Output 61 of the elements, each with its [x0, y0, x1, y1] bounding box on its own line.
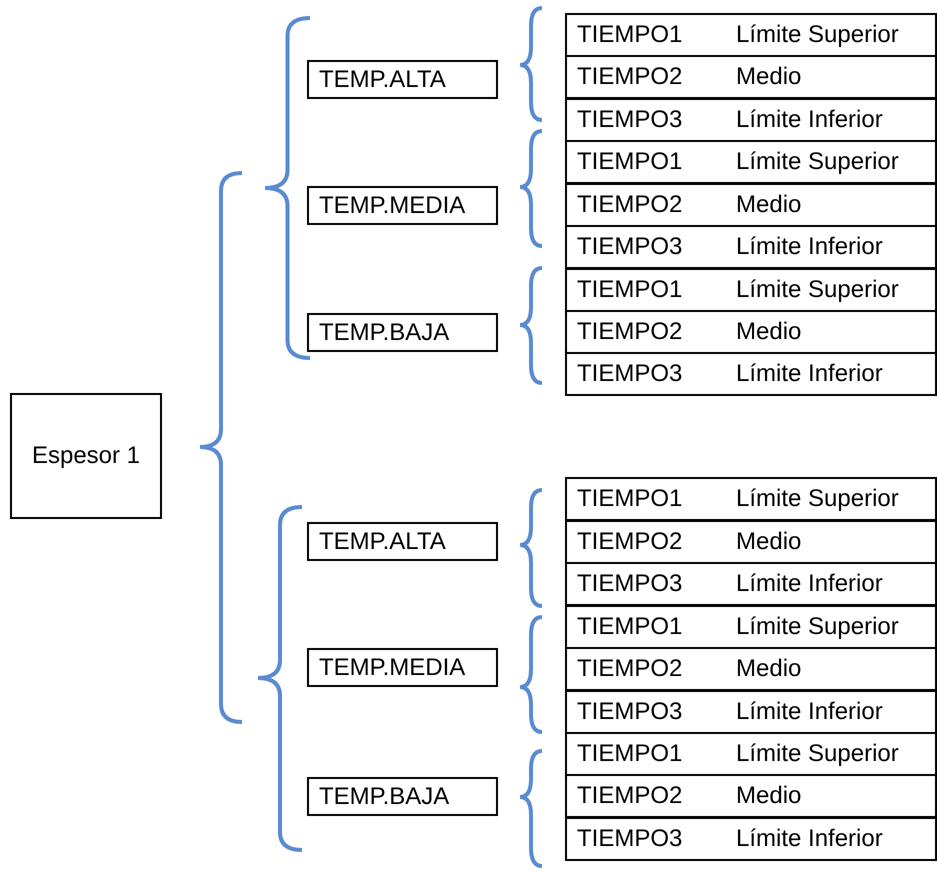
table-row: [565, 520, 937, 564]
time-label: TIEMPO3: [577, 360, 682, 388]
time-label: TIEMPO1: [577, 148, 682, 176]
time-label: TIEMPO2: [577, 318, 682, 346]
table-row: [565, 647, 937, 691]
time-label: TIEMPO1: [577, 613, 682, 641]
level-label: Límite Inferior: [736, 106, 883, 134]
time-label: TIEMPO2: [577, 528, 682, 556]
level-label: Medio: [736, 318, 802, 346]
category-box: TEMP.BAJA: [307, 777, 498, 816]
level-label: Límite Superior: [736, 485, 899, 513]
level-label: Límite Superior: [736, 740, 899, 768]
level-label: Límite Superior: [736, 148, 899, 176]
time-label: TIEMPO2: [577, 191, 682, 219]
table-row: [565, 98, 937, 142]
level-label: Límite Superior: [736, 21, 899, 49]
table-row: [565, 732, 937, 776]
root-box: Espesor 1: [10, 393, 162, 519]
time-label: TIEMPO1: [577, 276, 682, 304]
table-row: [565, 310, 937, 354]
table-row: [565, 774, 937, 818]
level-label: Medio: [736, 528, 802, 556]
level-label: Medio: [736, 191, 802, 219]
time-label: TIEMPO1: [577, 21, 682, 49]
category-box: TEMP.ALTA: [307, 60, 498, 99]
level-label: Medio: [736, 63, 802, 91]
table-row: [565, 268, 937, 312]
category-box: TEMP.ALTA: [307, 522, 498, 561]
time-label: TIEMPO3: [577, 698, 682, 726]
time-label: TIEMPO3: [577, 106, 682, 134]
table-row: [565, 140, 937, 184]
table-row: [565, 55, 937, 99]
level-label: Medio: [736, 782, 802, 810]
table-row: [565, 690, 937, 734]
time-label: TIEMPO2: [577, 63, 682, 91]
time-label: TIEMPO2: [577, 782, 682, 810]
time-label: TIEMPO2: [577, 655, 682, 683]
category-box: TEMP.BAJA: [307, 313, 498, 352]
time-label: TIEMPO3: [577, 570, 682, 598]
table-row: [565, 817, 937, 861]
level-label: Límite Inferior: [736, 825, 883, 853]
time-label: TIEMPO3: [577, 233, 682, 261]
category-box: TEMP.MEDIA: [307, 648, 498, 687]
level-label: Límite Superior: [736, 276, 899, 304]
time-label: TIEMPO1: [577, 740, 682, 768]
level-label: Límite Superior: [736, 613, 899, 641]
category-box: TEMP.MEDIA: [307, 186, 498, 225]
level-label: Límite Inferior: [736, 698, 883, 726]
table-row: [565, 13, 937, 57]
level-label: Medio: [736, 655, 802, 683]
table-row: [565, 183, 937, 227]
table-row: [565, 562, 937, 606]
level-label: Límite Inferior: [736, 233, 883, 261]
table-row: [565, 352, 937, 396]
table-row: [565, 605, 937, 649]
table-row: [565, 225, 937, 269]
time-label: TIEMPO1: [577, 485, 682, 513]
level-label: Límite Inferior: [736, 360, 883, 388]
table-row: [565, 477, 937, 521]
time-label: TIEMPO3: [577, 825, 682, 853]
level-label: Límite Inferior: [736, 570, 883, 598]
